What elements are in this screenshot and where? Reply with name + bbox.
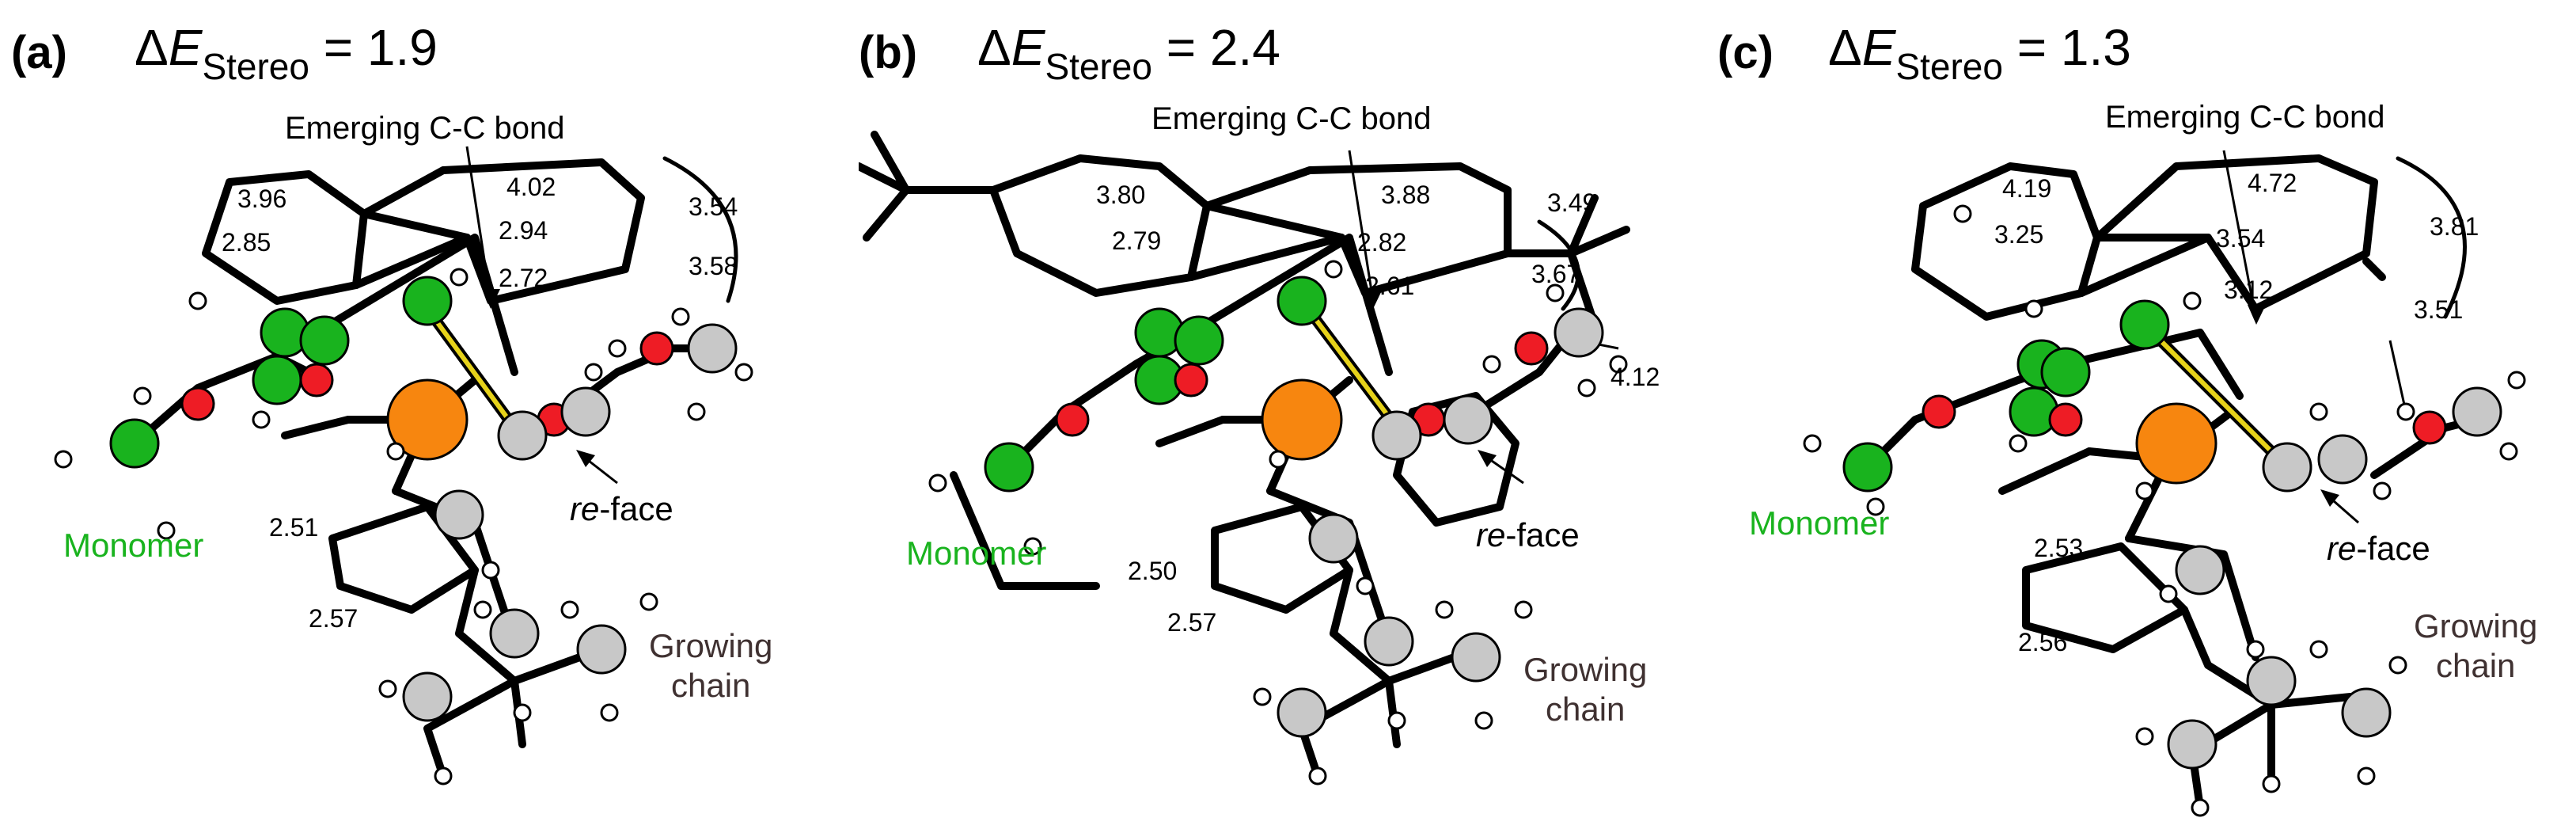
- ring-phenyl: [1393, 392, 1519, 527]
- distance-label: 4.12: [1610, 363, 1660, 391]
- metal-atom: [1261, 378, 1343, 461]
- distance-label: 2.85: [222, 228, 271, 257]
- distance-label: 3.49: [1547, 188, 1597, 217]
- panel-label: (b): [859, 27, 918, 78]
- distance-label: 3.12: [2224, 276, 2274, 304]
- metal-atom: [386, 378, 469, 461]
- energy-symbol: E: [1861, 19, 1896, 76]
- ring-right: [2093, 154, 2378, 313]
- distance-label: 3.54: [689, 192, 738, 221]
- ring-cyclopentane: [2022, 542, 2188, 653]
- panel-label: (c): [1717, 27, 1774, 78]
- distance-label: 3.81: [2430, 212, 2479, 241]
- monomer-label: Monomer: [906, 534, 1047, 572]
- distance-label: 3.96: [237, 184, 287, 213]
- energy-number: = 2.4: [1166, 19, 1280, 76]
- ring-left: [989, 154, 1211, 297]
- re-face-label: re-face: [1476, 516, 1580, 553]
- distance-label: 2.50: [1128, 557, 1178, 585]
- distance-label: 2.57: [1167, 608, 1217, 637]
- panel-b-structure: [859, 131, 1630, 785]
- distance-label: 2.72: [499, 264, 548, 292]
- metal-atom: [2135, 402, 2217, 485]
- re-face-label: re-face: [2327, 530, 2430, 567]
- panel-a: (a) ΔEStereo = 1.9 Emerging C-C bond 3.9…: [0, 0, 859, 833]
- distance-label: 4.02: [506, 173, 556, 201]
- energy-value: ΔEStereo = 2.4: [977, 19, 1280, 85]
- distance-label: 2.79: [1112, 226, 1162, 255]
- distance-label: 3.25: [1994, 220, 2044, 249]
- energy-subscript: Stereo: [1045, 46, 1152, 87]
- distance-label: 2.82: [1357, 228, 1407, 257]
- energy-value: ΔEStereo = 1.9: [135, 19, 438, 85]
- energy-number: = 1.3: [2016, 19, 2131, 76]
- ring-cyclopentane: [328, 503, 479, 614]
- ring-cyclopentane: [1211, 503, 1353, 614]
- energy-subscript: Stereo: [1895, 46, 2003, 87]
- energy-symbol: E: [168, 19, 203, 76]
- energy-value: ΔEStereo = 1.3: [1828, 19, 2131, 85]
- panel-b: (b) ΔEStereo = 2.4 Emerging C-C bond 3.8…: [859, 0, 1717, 833]
- distance-label: 3.80: [1096, 181, 1146, 209]
- ring-left: [1911, 162, 2101, 321]
- monomer-label: Monomer: [63, 527, 204, 564]
- distance-label: 3.58: [689, 252, 738, 280]
- delta-symbol: Δ: [1828, 19, 1862, 76]
- distance-label: 2.61: [1365, 272, 1415, 300]
- distance-label: 2.57: [309, 604, 359, 633]
- distance-label: 3.54: [2216, 224, 2266, 253]
- distance-label: 2.94: [499, 216, 548, 245]
- distance-label: 3.51: [2414, 295, 2464, 324]
- panel-c-structure: [1803, 150, 2526, 817]
- ring-right: [1203, 162, 1512, 297]
- energy-symbol: E: [1011, 19, 1045, 76]
- delta-symbol: Δ: [977, 19, 1011, 76]
- energy-subscript: Stereo: [202, 46, 309, 87]
- distance-label: 3.67: [1531, 260, 1581, 288]
- energy-number: = 1.9: [323, 19, 438, 76]
- distance-label: 2.51: [269, 513, 319, 542]
- panel-c: (c) ΔEStereo = 1.3 Emerging C-C bond 4.1…: [1717, 0, 2576, 833]
- distance-label: 2.56: [2018, 628, 2068, 656]
- distance-label: 4.72: [2248, 169, 2297, 197]
- panel-label: (a): [11, 27, 67, 78]
- panel-a-structure: [54, 146, 753, 785]
- bond-label: Emerging C-C bond: [2105, 100, 2385, 135]
- distance-label: 4.19: [2002, 174, 2052, 203]
- bond-label: Emerging C-C bond: [1151, 101, 1432, 136]
- re-face-label: re-face: [570, 490, 673, 527]
- monomer-label: Monomer: [1749, 504, 1890, 542]
- distance-label: 3.88: [1381, 181, 1431, 209]
- delta-symbol: Δ: [135, 19, 169, 76]
- bond-label: Emerging C-C bond: [285, 111, 565, 146]
- distance-label: 2.53: [2034, 534, 2084, 562]
